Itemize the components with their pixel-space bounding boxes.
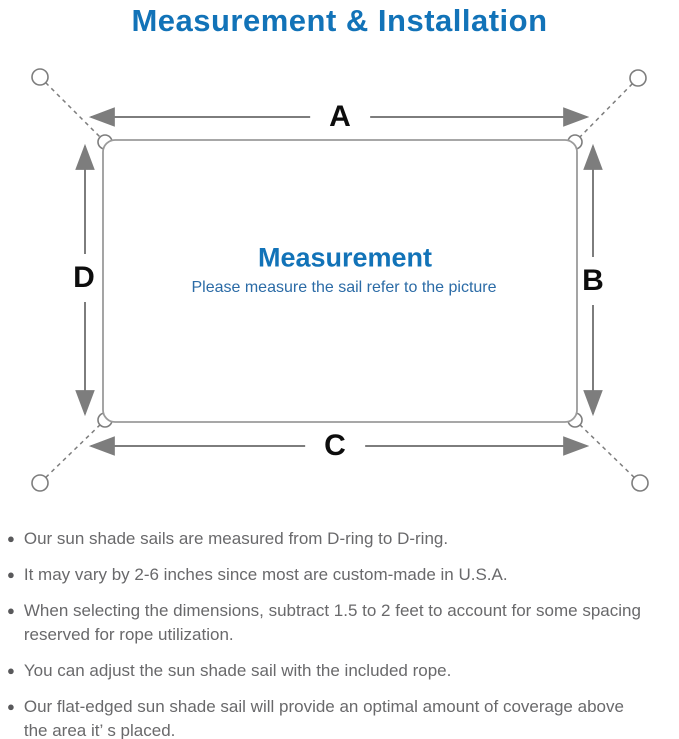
bullet-icon: ● (7, 699, 15, 714)
measurement-heading: Measurement (257, 242, 433, 273)
rope-line-top-left (39, 76, 105, 142)
note-text: It may vary by 2-6 inches since most are… (23, 565, 508, 584)
note-text: When selecting the dimensions, subtract … (23, 601, 641, 644)
anchor-circle-top-left (31, 68, 49, 86)
note-text: Our flat-edged sun shade sail will provi… (23, 697, 624, 739)
note-text: Our sun shade sails are measured from D-… (23, 529, 449, 548)
anchor-circle-top-right (629, 69, 647, 87)
rope-line-bottom-left (39, 420, 105, 484)
measurement-subtitle: Please measure the sail refer to the pic… (191, 279, 497, 296)
list-item: ● Our flat-edged sun shade sail will pro… (7, 695, 675, 739)
sail-rectangle (102, 139, 578, 423)
bullet-icon: ● (7, 663, 15, 678)
anchor-circle-bottom-left (31, 474, 49, 492)
list-item: ● Our sun shade sails are measured from … (7, 527, 675, 551)
dimension-label-c: C (305, 431, 365, 461)
bullet-icon: ● (7, 567, 15, 582)
dimension-label-a: A (310, 102, 370, 132)
bullet-icon: ● (7, 603, 15, 618)
list-item: ● When selecting the dimensions, subtrac… (7, 599, 675, 647)
rope-dashed-lines (39, 76, 641, 484)
sail-measurement-diagram: A B C D Measurement Please measure the s… (0, 60, 679, 522)
anchor-circles (31, 68, 649, 492)
dimension-label-b: B (580, 257, 606, 305)
rope-line-top-right (575, 77, 639, 142)
bullet-icon: ● (7, 531, 15, 546)
notes-list: ● Our sun shade sails are measured from … (7, 527, 675, 739)
anchor-circle-bottom-right (631, 474, 649, 492)
page-title: Measurement & Installation (131, 3, 548, 38)
rope-line-bottom-right (575, 420, 641, 484)
list-item: ● You can adjust the sun shade sail with… (7, 659, 675, 683)
dimension-label-d: D (71, 254, 97, 302)
list-item: ● It may vary by 2-6 inches since most a… (7, 563, 675, 587)
note-text: You can adjust the sun shade sail with t… (23, 661, 452, 680)
